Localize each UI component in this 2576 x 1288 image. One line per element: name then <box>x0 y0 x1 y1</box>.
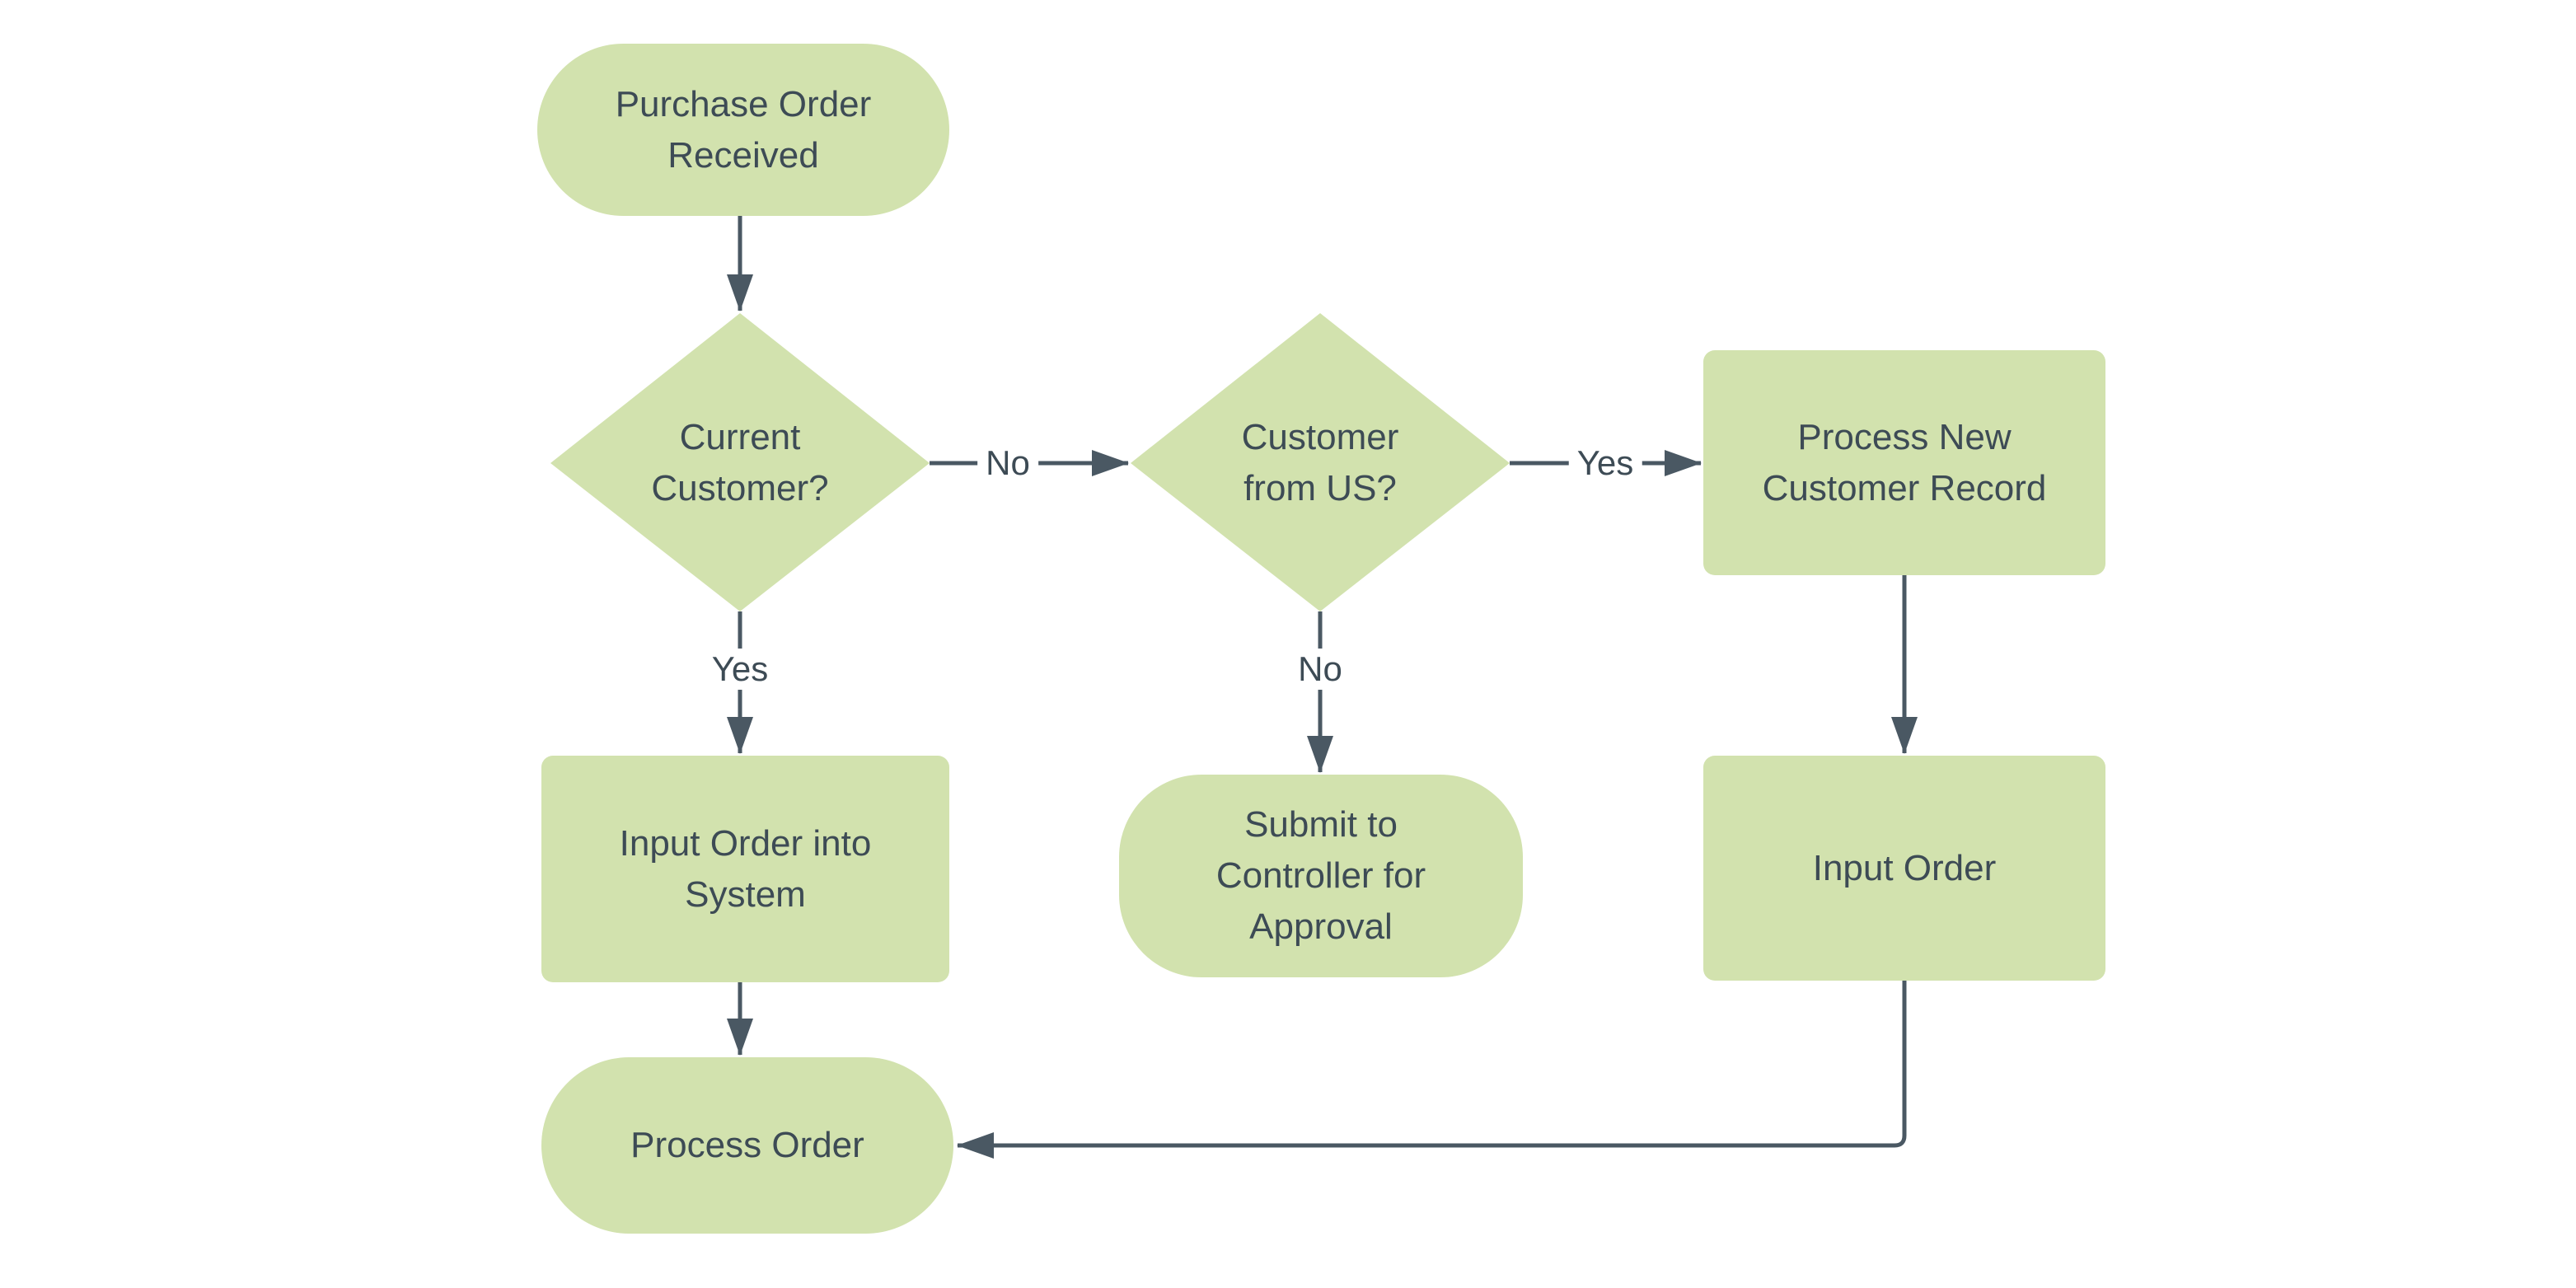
edge-label-no-customer-from-us: No <box>1290 649 1351 690</box>
decision-current-customer-shape <box>550 313 930 611</box>
edge-label-yes-current-customer: Yes <box>703 649 777 690</box>
edge-label-no-current-customer: No <box>977 443 1038 484</box>
flow-node-start: Purchase Order Received <box>537 44 949 216</box>
flow-node-process-order: Process Order <box>541 1057 953 1234</box>
flow-node-process-new-customer-record-label: Process New Customer Record <box>1762 416 2047 508</box>
edge-label-yes-customer-from-us: Yes <box>1568 443 1642 484</box>
flow-node-input-order-into-system-label: Input Order into System <box>619 822 872 915</box>
flow-node-input-order: Input Order <box>1703 756 2105 981</box>
flow-node-process-new-customer-record: Process New Customer Record <box>1703 350 2105 575</box>
flow-node-submit-to-controller: Submit to Controller for Approval <box>1119 775 1523 977</box>
flow-node-customer-from-us-label: Customer from US? <box>1241 417 1399 508</box>
flow-node-start-label: Purchase Order Received <box>615 83 872 176</box>
flow-node-input-order-into-system: Input Order into System <box>541 756 949 982</box>
flow-node-current-customer-label: Current Customer? <box>651 417 829 508</box>
decision-customer-from-us-shape <box>1131 313 1510 611</box>
edge-input-order-to-process-order <box>957 981 1907 1159</box>
flow-node-input-order-label: Input Order <box>1812 847 1997 888</box>
flow-node-submit-to-controller-label: Submit to Controller for Approval <box>1215 804 1426 947</box>
flow-node-process-order-label: Process Order <box>630 1125 864 1165</box>
